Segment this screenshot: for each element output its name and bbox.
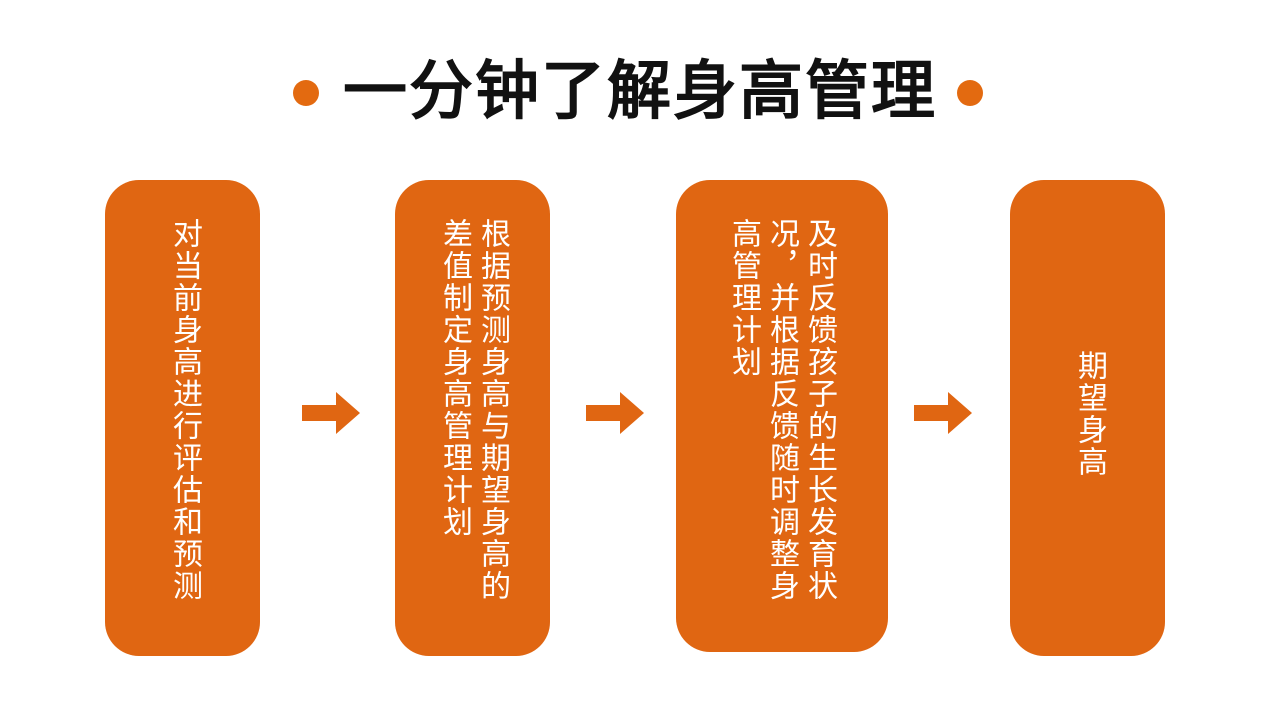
- step-box-3: 及时反馈孩子的生长发育状况，并根据反馈随时调整身高管理计划: [676, 180, 888, 652]
- step-box-1: 对当前身高进行评估和预测: [105, 180, 260, 656]
- step-label-1: 对当前身高进行评估和预测: [167, 218, 202, 602]
- step-label-3: 及时反馈孩子的生长发育状况，并根据反馈随时调整身高管理计划: [726, 218, 837, 602]
- arrow-right-icon: [302, 392, 360, 434]
- page-title: 一分钟了解身高管理: [343, 54, 937, 129]
- step-box-2: 根据预测身高与期望身高的差值制定身高管理计划: [395, 180, 550, 656]
- step-label-2: 根据预测身高与期望身高的差值制定身高管理计划: [437, 218, 510, 602]
- header: 一分钟了解身高管理: [0, 52, 1267, 132]
- step-label-4: 期望身高: [1072, 350, 1107, 478]
- arrow-right-icon: [586, 392, 644, 434]
- arrow-right-icon: [914, 392, 972, 434]
- bullet-dot-left-icon: [293, 80, 319, 106]
- bullet-dot-right-icon: [957, 80, 983, 106]
- step-box-4: 期望身高: [1010, 180, 1165, 656]
